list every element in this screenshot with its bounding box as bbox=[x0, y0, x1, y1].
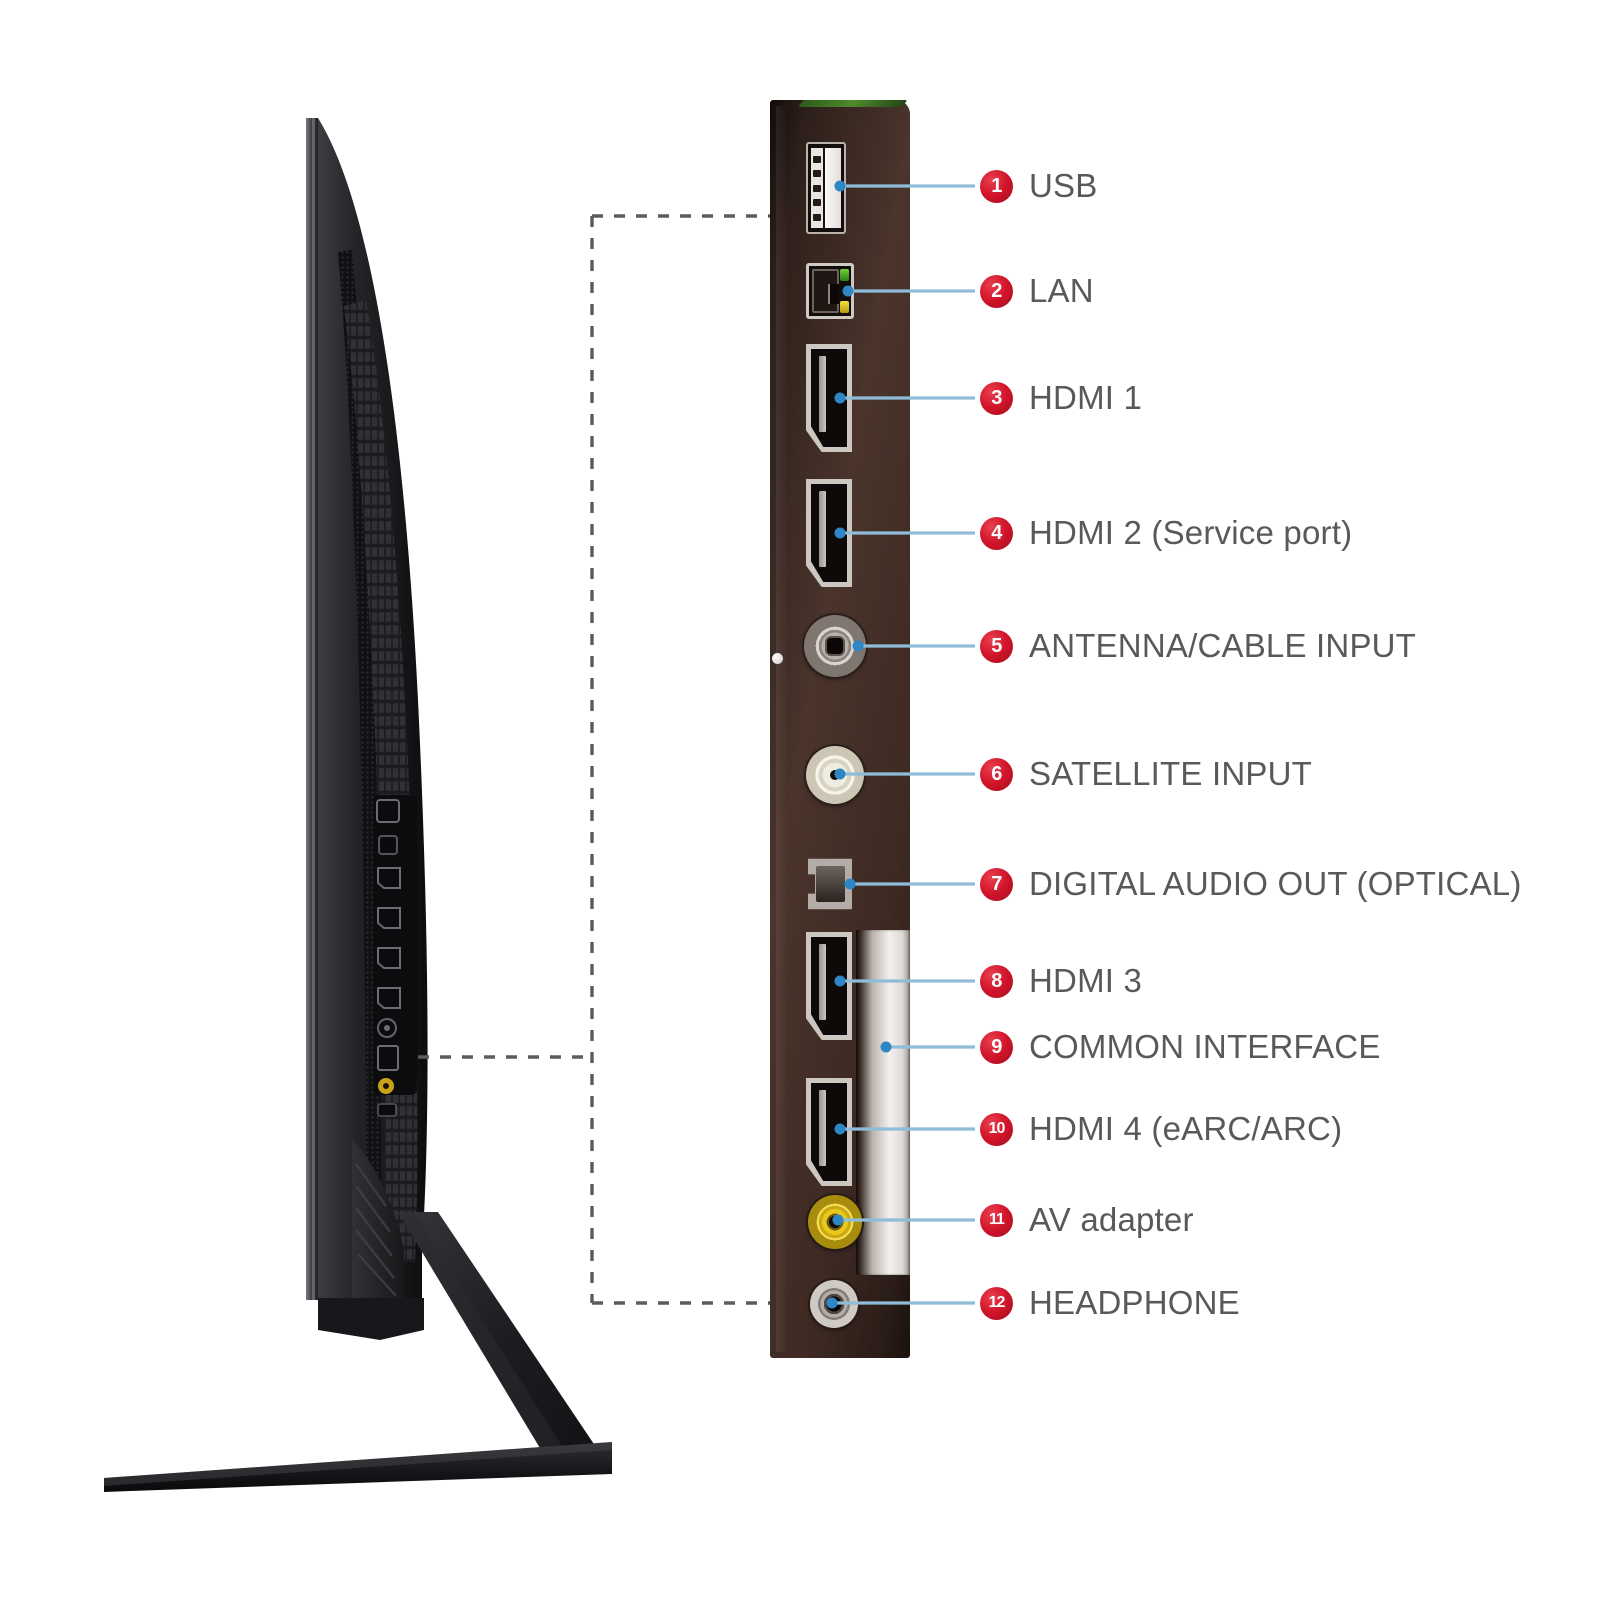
port-label-row: 2 LAN bbox=[980, 269, 1094, 313]
port-label-row: 12 HEADPHONE bbox=[980, 1281, 1240, 1325]
port-number-badge: 12 bbox=[980, 1286, 1013, 1320]
port-label-row: 4 HDMI 2 (Service port) bbox=[980, 511, 1352, 555]
port-number-badge: 3 bbox=[980, 381, 1013, 415]
port-number-badge: 2 bbox=[980, 274, 1013, 308]
port-number-badge: 1 bbox=[980, 169, 1013, 203]
tv-side-profile-illustration bbox=[104, 118, 612, 1492]
port-label-row: 7 DIGITAL AUDIO OUT (OPTICAL) bbox=[980, 862, 1522, 906]
port-label-text: HDMI 3 bbox=[1029, 962, 1143, 999]
optical-toslink-icon[interactable] bbox=[808, 854, 852, 914]
port-number-badge: 4 bbox=[980, 516, 1013, 550]
tv-io-cluster bbox=[373, 795, 417, 1117]
coax-antenna-icon[interactable] bbox=[804, 615, 866, 677]
tv-chevron-lines bbox=[355, 1163, 397, 1297]
port-label-row: 10 HDMI 4 (eARC/ARC) bbox=[980, 1107, 1342, 1151]
port-label-text: HDMI 2 (Service port) bbox=[1029, 514, 1353, 551]
port-label-text: AV adapter bbox=[1029, 1201, 1194, 1238]
port-number-badge: 11 bbox=[980, 1203, 1013, 1237]
port-number-badge: 8 bbox=[980, 964, 1013, 998]
coax-satellite-icon[interactable] bbox=[806, 746, 864, 804]
tv-rear-connection-panel bbox=[770, 100, 910, 1358]
port-label-row: 6 SATELLITE INPUT bbox=[980, 752, 1312, 796]
headphone-jack-icon[interactable] bbox=[810, 1280, 858, 1328]
usb-port-icon[interactable] bbox=[806, 142, 846, 234]
port-number-badge: 7 bbox=[980, 867, 1013, 901]
port-number-badge: 10 bbox=[980, 1112, 1013, 1146]
hdmi-port-icon-2[interactable] bbox=[806, 479, 852, 587]
port-label-text: HDMI 4 (eARC/ARC) bbox=[1029, 1110, 1343, 1147]
tv-bottom-cap bbox=[318, 1298, 424, 1340]
rca-composite-icon[interactable] bbox=[808, 1195, 862, 1249]
port-label-row: 5 ANTENNA/CABLE INPUT bbox=[980, 624, 1416, 668]
lan-port-icon[interactable] bbox=[806, 263, 854, 319]
port-label-text: DIGITAL AUDIO OUT (OPTICAL) bbox=[1029, 865, 1522, 902]
hdmi-port-icon-3[interactable] bbox=[806, 932, 852, 1040]
panel-top-green-edge bbox=[798, 100, 908, 107]
port-number-badge: 5 bbox=[980, 629, 1013, 663]
port-label-text: LAN bbox=[1029, 272, 1094, 309]
common-interface-slot[interactable] bbox=[856, 930, 910, 1275]
port-label-row: 1 USB bbox=[980, 164, 1097, 208]
port-label-row: 9 COMMON INTERFACE bbox=[980, 1025, 1381, 1069]
port-number-badge: 6 bbox=[980, 757, 1013, 791]
port-label-text: ANTENNA/CABLE INPUT bbox=[1029, 627, 1417, 664]
port-label-text: SATELLITE INPUT bbox=[1029, 755, 1312, 792]
port-number-badge: 9 bbox=[980, 1030, 1013, 1064]
hdmi-port-icon-1[interactable] bbox=[806, 344, 852, 452]
port-label-text: HEADPHONE bbox=[1029, 1284, 1240, 1321]
port-label-row: 11 AV adapter bbox=[980, 1198, 1194, 1242]
panel-indicator-dot bbox=[772, 653, 783, 664]
port-label-row: 3 HDMI 1 bbox=[980, 376, 1142, 420]
tv-seam-texture bbox=[338, 250, 382, 1262]
port-label-text: USB bbox=[1029, 167, 1098, 204]
port-label-text: COMMON INTERFACE bbox=[1029, 1028, 1381, 1065]
hdmi-port-icon-4[interactable] bbox=[806, 1078, 852, 1186]
port-label-text: HDMI 1 bbox=[1029, 379, 1143, 416]
port-label-row: 8 HDMI 3 bbox=[980, 959, 1142, 1003]
